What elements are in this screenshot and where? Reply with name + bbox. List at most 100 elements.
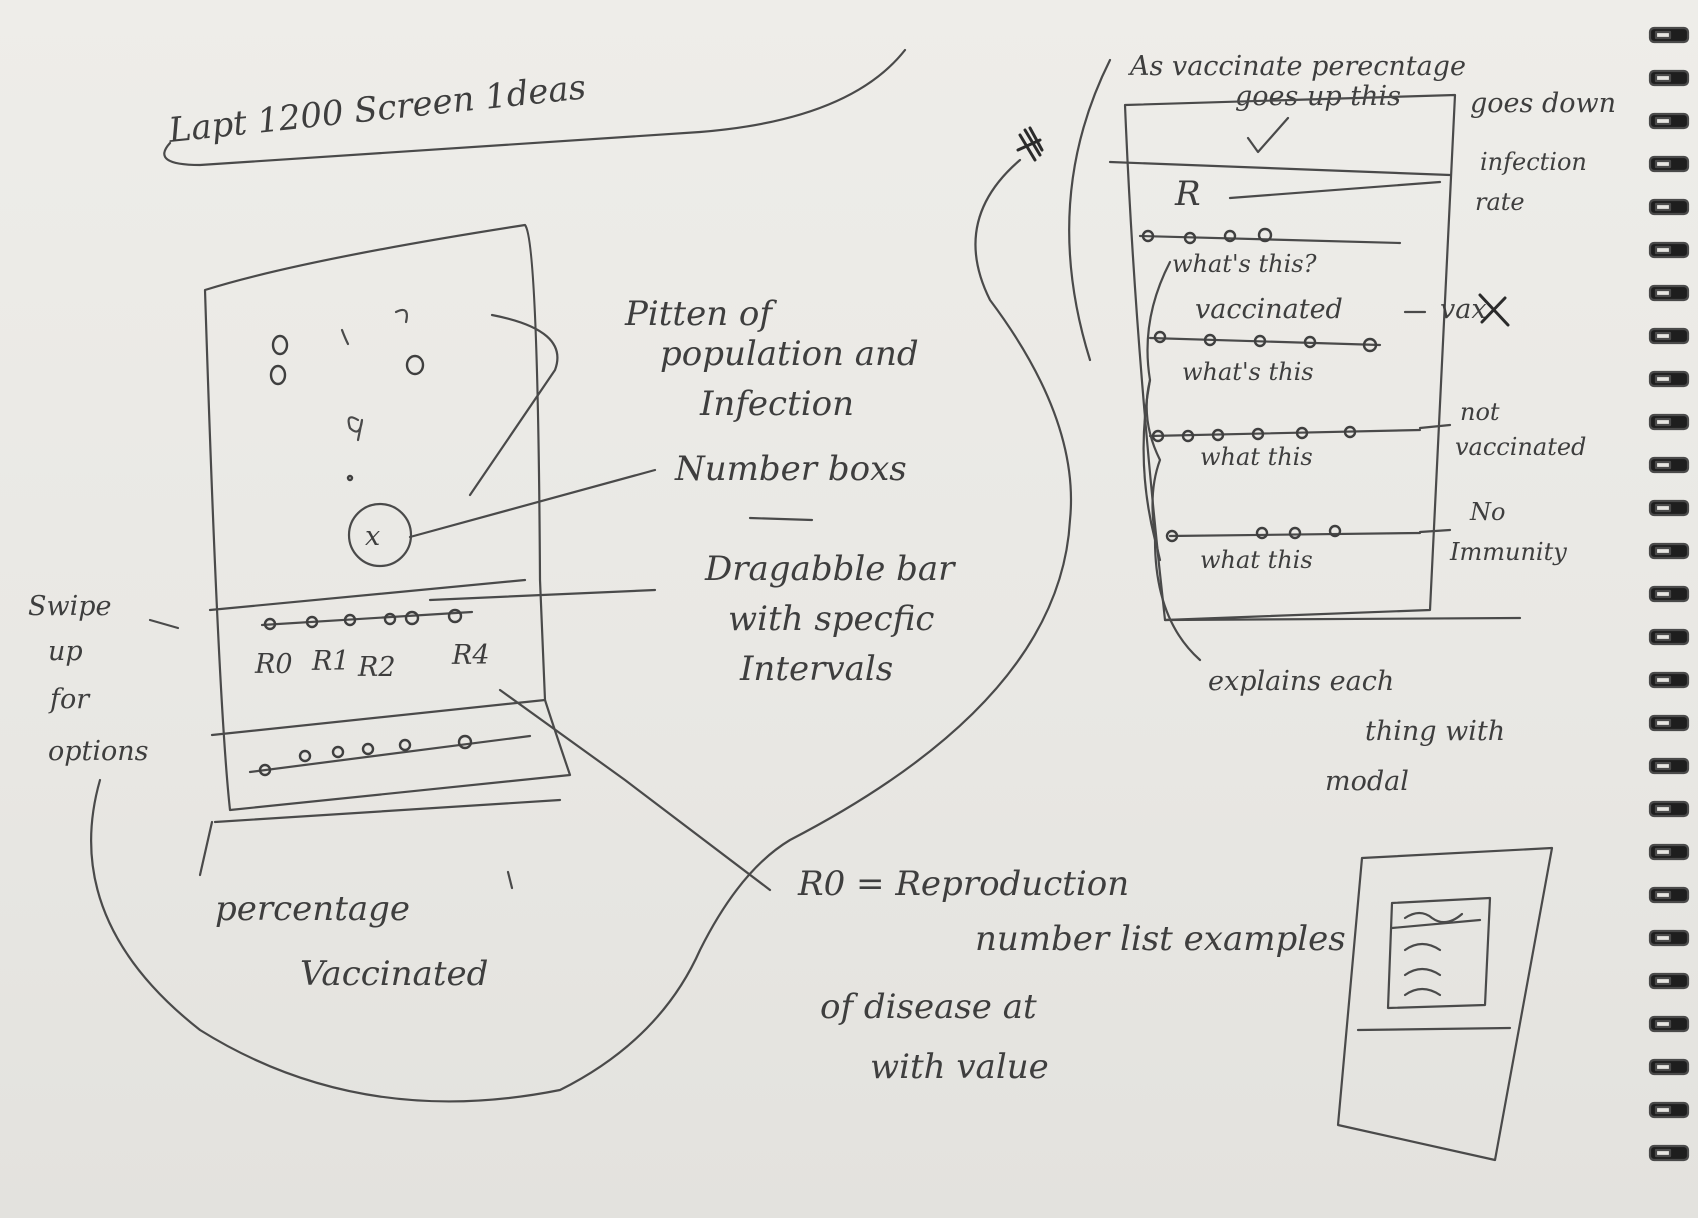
population-dot: [347, 416, 364, 442]
title-group: Lapt 1200 Screen 1deas: [163, 48, 907, 167]
row-slider-stop[interactable]: [1211, 428, 1225, 442]
row-slider-stop[interactable]: [1151, 429, 1165, 443]
spiral-hole: [1654, 718, 1672, 728]
row-slider-stop[interactable]: [1288, 526, 1302, 540]
vaccinated-slider-stop[interactable]: [457, 734, 473, 750]
swipe-label: Swipe up for options: [28, 591, 149, 767]
infection-leader: [1228, 180, 1442, 200]
row-slider-stop[interactable]: [1253, 334, 1267, 348]
population-leader: [468, 313, 559, 497]
spiral-hole: [1654, 675, 1672, 685]
left-phone-divider-1: [208, 578, 527, 612]
row-slider-track[interactable]: [1168, 531, 1422, 538]
row-slider-stop[interactable]: [1183, 231, 1197, 245]
row-slider-stop[interactable]: [1343, 425, 1357, 439]
no-immunity-label: No Immunity: [1449, 498, 1567, 566]
spiral-hole: [1654, 73, 1672, 83]
r-slider-track[interactable]: [260, 610, 474, 627]
r-slider-stop[interactable]: [404, 610, 420, 626]
percentage-tick: [506, 870, 514, 890]
vax-strike: [1478, 293, 1510, 327]
spiral-hole: [1654, 460, 1672, 470]
spiral-hole: [1654, 202, 1672, 212]
row-slider-stop[interactable]: [1255, 526, 1269, 540]
modal-divider: [1390, 918, 1482, 930]
row-caption[interactable]: what this: [1200, 546, 1313, 574]
number-box[interactable]: [347, 502, 413, 568]
row-slider-stop[interactable]: [1153, 330, 1167, 344]
infection-rate-label: infection rate: [1475, 148, 1595, 216]
row-slider-stop[interactable]: [1295, 426, 1309, 440]
spiral-hole: [1654, 976, 1672, 986]
r-slider-stop[interactable]: [263, 617, 277, 631]
population-dot: [271, 334, 289, 356]
row-slider-stop[interactable]: [1362, 337, 1378, 353]
row-caption[interactable]: what this: [1200, 443, 1313, 471]
r-tick-label: R1: [311, 646, 350, 677]
row-caption[interactable]: what's this: [1182, 358, 1314, 386]
explain-label: explains each thing with modal: [1208, 666, 1514, 797]
row-slider-stop[interactable]: [1141, 229, 1155, 243]
modal-text-squiggle: [1403, 987, 1442, 997]
population-dot: [340, 328, 350, 346]
population-dot: [269, 364, 287, 386]
row-slider-stop[interactable]: [1181, 429, 1195, 443]
vaccinated-slider-track[interactable]: [248, 734, 532, 774]
number-leader: [408, 468, 657, 539]
vaccinated-slider-stop[interactable]: [398, 738, 412, 752]
right-phone-bottom-edge: [1163, 616, 1522, 622]
row-slider-stop[interactable]: [1223, 229, 1237, 243]
r-slider-stop[interactable]: [447, 608, 463, 624]
r0-note: R0 = Reproduction number list examples o…: [498, 688, 1346, 1087]
vaccinated-slider-stop[interactable]: [298, 749, 312, 763]
number-label: Number boxs: [674, 449, 907, 489]
modal-sketch: [1336, 846, 1554, 1162]
spiral-hole: [1654, 890, 1672, 900]
number-underline: [748, 516, 814, 522]
spiral-hole: [1654, 1062, 1672, 1072]
row-caption[interactable]: what's this?: [1172, 250, 1317, 278]
not-vaccinated-label: not vaccinated: [1455, 398, 1586, 461]
row-slider-stop[interactable]: [1251, 427, 1265, 441]
row-slider-stop[interactable]: [1165, 529, 1179, 543]
spiral-hole: [1654, 1105, 1672, 1115]
title-swoosh: [163, 48, 907, 167]
connection-loop: [90, 158, 1073, 1103]
r-slider-stop[interactable]: [383, 612, 397, 626]
infection-r-symbol: R: [1174, 174, 1201, 214]
vax-label: vax: [1440, 294, 1487, 325]
population-dot: [405, 354, 425, 376]
swipe-leader: [148, 618, 180, 630]
spiral-hole: [1654, 245, 1672, 255]
vaccinated-slider-stop[interactable]: [331, 745, 345, 759]
spiral-hole: [1654, 933, 1672, 943]
scribble-mark: [1016, 126, 1044, 162]
row-slider-stop[interactable]: [1328, 524, 1342, 538]
spiral-binding: [1648, 26, 1690, 1162]
left-phone-bottom-edge: [198, 820, 214, 877]
no-immunity-leader: [1418, 528, 1452, 534]
spiral-hole: [1654, 417, 1672, 427]
caption-bracket: [1145, 378, 1162, 562]
r-slider-stop[interactable]: [343, 613, 357, 627]
population-dot: [346, 474, 354, 482]
modal-box[interactable]: [1386, 896, 1492, 1010]
row-slider-track[interactable]: [1148, 428, 1422, 438]
spiral-hole: [1654, 288, 1672, 298]
spiral-hole: [1654, 1148, 1672, 1158]
spiral-hole: [1654, 546, 1672, 556]
vaccinated-slider-stop[interactable]: [258, 763, 272, 777]
spiral-hole: [1654, 1019, 1672, 1029]
r-slider-stop[interactable]: [305, 615, 319, 629]
row-slider-stop[interactable]: [1203, 333, 1217, 347]
row-slider-stop[interactable]: [1303, 335, 1317, 349]
modal-phone-frame: [1336, 846, 1554, 1162]
not-vaccinated-leader: [1418, 423, 1452, 430]
vaccinated-slider-stop[interactable]: [361, 742, 375, 756]
spiral-hole: [1654, 331, 1672, 341]
left-annotations: Pitten of population and Infection Numbe…: [28, 294, 956, 994]
row-slider-stop[interactable]: [1257, 227, 1273, 243]
spiral-hole: [1654, 761, 1672, 771]
